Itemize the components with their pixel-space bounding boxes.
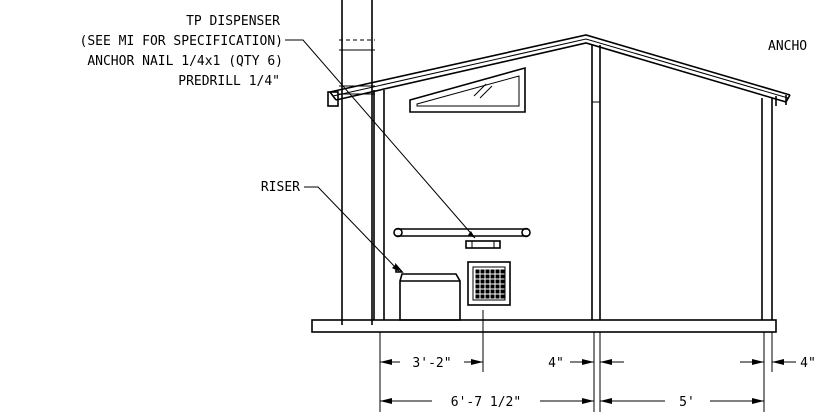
grate-hole <box>490 269 495 274</box>
grate-hole <box>485 269 490 274</box>
grate-hole <box>490 289 495 294</box>
grate-hole <box>495 279 500 284</box>
floor-slab <box>311 319 777 333</box>
grate-hole <box>495 289 500 294</box>
riser <box>395 262 461 321</box>
grate-hole <box>475 294 480 299</box>
grate-hole <box>480 289 485 294</box>
grate-hole <box>495 269 500 274</box>
tp-callout-line-2: (SEE MI FOR SPECIFICATION) <box>80 34 284 49</box>
grate-hole <box>500 294 505 299</box>
riser-callout: RISER <box>261 180 300 195</box>
dim-wall-thickness-2: 4" <box>800 356 816 371</box>
grate-hole <box>500 284 505 289</box>
grate-hole <box>475 279 480 284</box>
grate-hole <box>500 279 505 284</box>
grab-bar <box>393 227 531 238</box>
dim-left-room-width: 6'-7 1/2" <box>451 395 521 410</box>
tp-callout-line-4: PREDRILL 1/4" <box>178 74 280 89</box>
grate-hole <box>480 274 485 279</box>
dim-wall-thickness-1: 4" <box>548 356 564 371</box>
grate-hole <box>475 274 480 279</box>
grate-hole <box>485 294 490 299</box>
grate-hole <box>485 284 490 289</box>
grate-hole <box>485 274 490 279</box>
dimension-row-2 <box>380 398 764 404</box>
riser-leader <box>304 186 400 272</box>
grate-hole <box>485 289 490 294</box>
grate-hole <box>480 294 485 299</box>
grate-hole <box>490 274 495 279</box>
clerestory-window <box>409 66 526 113</box>
grate-hole <box>495 294 500 299</box>
dimension-extension-lines <box>379 310 773 412</box>
roof <box>327 34 791 107</box>
dimension-row-1 <box>380 359 796 365</box>
grate-hole <box>500 289 505 294</box>
vent-grate <box>467 261 511 306</box>
dim-right-room-width: 5' <box>679 395 695 410</box>
grate-hole <box>480 279 485 284</box>
grate-hole <box>500 269 505 274</box>
walls <box>373 45 773 320</box>
grate-hole <box>500 274 505 279</box>
anchor-callout: ANCHO <box>768 39 807 54</box>
grate-hole <box>485 279 490 284</box>
grate-hole <box>480 284 485 289</box>
grate-hole <box>475 269 480 274</box>
dim-riser-to-grate: 3'-2" <box>412 356 451 371</box>
tp-leader <box>285 39 476 239</box>
grate-hole <box>480 269 485 274</box>
grate-hole <box>475 289 480 294</box>
grate-hole <box>490 279 495 284</box>
tp-dispenser <box>465 240 501 249</box>
grate-hole <box>475 284 480 289</box>
grate-hole <box>495 284 500 289</box>
vent-pipe <box>339 0 375 325</box>
tp-callout-line-1: TP DISPENSER <box>186 14 280 29</box>
grate-hole <box>490 294 495 299</box>
grate-hole <box>490 284 495 289</box>
grate-hole <box>495 274 500 279</box>
tp-callout-line-3: ANCHOR NAIL 1/4x1 (QTY 6) <box>87 54 283 69</box>
